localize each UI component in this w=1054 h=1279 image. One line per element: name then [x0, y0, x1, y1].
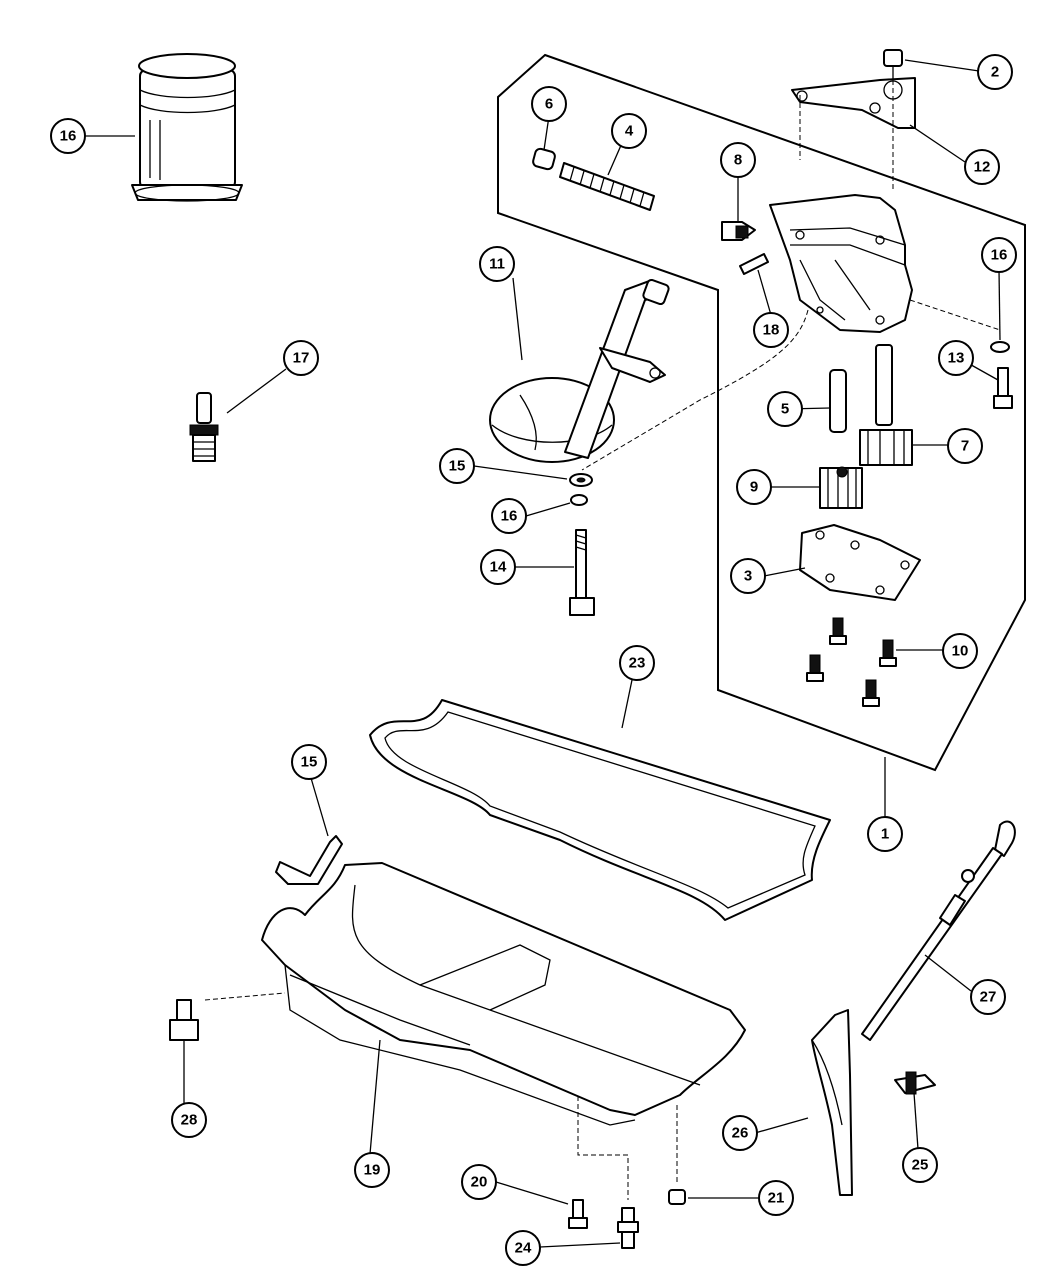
- callout-14: 14: [480, 549, 516, 585]
- callout-12-label: 12: [974, 159, 991, 176]
- callout-20: 20: [461, 1164, 497, 1200]
- callout-1-label: 1: [881, 826, 889, 843]
- callout-8-label: 8: [734, 152, 742, 169]
- pickup-bolt-icon: [569, 529, 595, 616]
- leader-lines: [85, 59, 1001, 1248]
- drive-gear-shaft-icon: [859, 344, 913, 466]
- callout-26-label: 26: [732, 1125, 749, 1142]
- dipstick-icon: [861, 820, 1016, 1041]
- pin-icon: [739, 253, 769, 275]
- callout-19-label: 19: [364, 1162, 381, 1179]
- idler-gear-icon: [819, 466, 863, 509]
- callout-15b: 15: [291, 744, 327, 780]
- callout-25-label: 25: [912, 1157, 929, 1174]
- callout-16a: 16: [50, 118, 86, 154]
- idler-shaft-icon: [829, 369, 847, 433]
- relief-valve-plug-icon: [532, 147, 556, 171]
- callout-10-label: 10: [952, 643, 969, 660]
- stud-bolt-icon: [617, 1207, 639, 1249]
- callout-16c: 16: [491, 498, 527, 534]
- callout-16b: 16: [981, 237, 1017, 273]
- pump-bracket-icon: [791, 77, 916, 129]
- pcv-valve-icon: [894, 1071, 936, 1095]
- oil-pump-icon: [769, 194, 913, 333]
- oil-pan-gasket-icon: [369, 699, 831, 921]
- pan-bolt-icon: [568, 1199, 588, 1229]
- callout-24: 24: [505, 1230, 541, 1266]
- oil-pump-assembly-frame: [497, 53, 1026, 772]
- callout-12: 12: [964, 149, 1000, 185]
- relief-valve-icon: [721, 221, 756, 241]
- oil-pressure-sensor-icon: [189, 392, 219, 462]
- callout-7: 7: [947, 428, 983, 464]
- nut-icon: [883, 49, 903, 80]
- washer-icon: [990, 341, 1010, 353]
- callout-17: 17: [283, 340, 319, 376]
- callout-13-label: 13: [948, 350, 965, 367]
- callout-8: 8: [720, 142, 756, 178]
- assembly-line: [909, 299, 1001, 331]
- oil-pickup-tube-icon: [489, 278, 670, 463]
- callout-9: 9: [736, 469, 772, 505]
- callout-27: 27: [970, 979, 1006, 1015]
- callout-5: 5: [767, 391, 803, 427]
- callout-28: 28: [171, 1102, 207, 1138]
- callout-28-label: 28: [181, 1112, 198, 1129]
- callout-23-label: 23: [629, 655, 646, 672]
- pan-bracket-icon: [275, 835, 343, 885]
- callout-16a-label: 16: [60, 128, 77, 145]
- oil-pan-icon: [261, 862, 746, 1126]
- assembly-line: [577, 1080, 629, 1200]
- callout-6: 6: [531, 86, 567, 122]
- relief-valve-spring-icon: [559, 162, 655, 211]
- callout-19: 19: [354, 1152, 390, 1188]
- pump-cover-icon: [799, 524, 921, 601]
- callout-17-label: 17: [293, 350, 310, 367]
- callout-24-label: 24: [515, 1240, 532, 1257]
- callout-15a-label: 15: [449, 458, 466, 475]
- dipstick-tube-icon: [811, 1009, 853, 1196]
- callout-27-label: 27: [980, 989, 997, 1006]
- callout-9-label: 9: [750, 479, 758, 496]
- callout-11: 11: [479, 246, 515, 282]
- callout-4-label: 4: [625, 123, 634, 140]
- assembly-line: [204, 992, 286, 1001]
- drain-plug-icon: [169, 999, 199, 1041]
- pan-nut-icon: [668, 1189, 686, 1205]
- oil-filter-icon: [131, 53, 243, 202]
- callout-13: 13: [938, 340, 974, 376]
- pickup-washers-icon: [569, 473, 593, 506]
- callout-23: 23: [619, 645, 655, 681]
- callout-25: 25: [902, 1147, 938, 1183]
- callout-18: 18: [753, 312, 789, 348]
- callout-2: 2: [977, 54, 1013, 90]
- callout-16b-label: 16: [991, 247, 1008, 264]
- callout-2-label: 2: [991, 64, 999, 81]
- callout-21: 21: [758, 1180, 794, 1216]
- callout-7-label: 7: [961, 438, 969, 455]
- callout-6-label: 6: [545, 96, 553, 113]
- callout-15a: 15: [439, 448, 475, 484]
- callout-20-label: 20: [471, 1174, 488, 1191]
- callout-3-label: 3: [744, 568, 752, 585]
- callout-16c-label: 16: [501, 508, 518, 525]
- pump-bolt-icon: [993, 367, 1013, 409]
- callout-18-label: 18: [763, 322, 780, 339]
- callout-3: 3: [730, 558, 766, 594]
- callout-5-label: 5: [781, 401, 789, 418]
- cover-bolts-icon: [806, 617, 897, 707]
- callout-26: 26: [722, 1115, 758, 1151]
- callout-4: 4: [611, 113, 647, 149]
- callout-11-label: 11: [489, 256, 505, 273]
- callout-10: 10: [942, 633, 978, 669]
- callout-1: 1: [867, 816, 903, 852]
- callout-14-label: 14: [490, 559, 507, 576]
- callout-15b-label: 15: [301, 754, 318, 771]
- callout-21-label: 21: [768, 1190, 785, 1207]
- assembly-line: [581, 309, 809, 471]
